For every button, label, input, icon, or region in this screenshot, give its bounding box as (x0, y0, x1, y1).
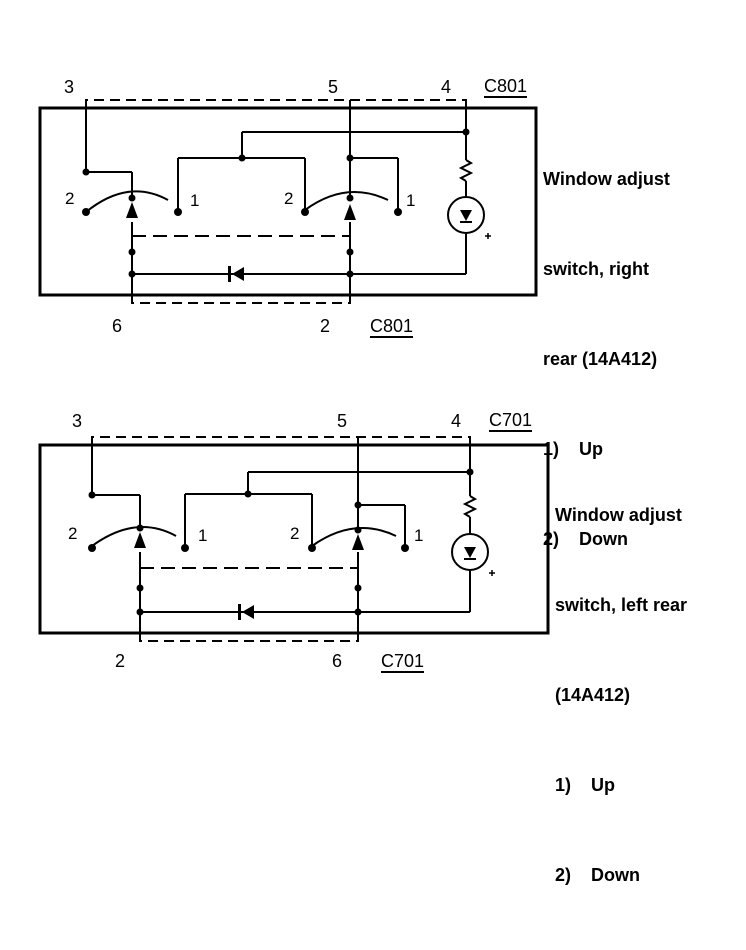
right-rear-switch-schematic (38, 99, 538, 304)
left-rear-pin-2: 2 (115, 651, 126, 671)
right-rear-contact-label: 2 (65, 189, 75, 208)
description-line: 1) Up (543, 439, 604, 459)
right-rear-indicator-lamp (447, 196, 485, 234)
left-rear-pin-3: 3 (72, 411, 83, 431)
right-rear-pin-5: 5 (328, 77, 339, 97)
description-line: rear (14A412) (543, 349, 658, 369)
description-line: Window adjust (555, 505, 682, 525)
left-rear-connector-bottom-label: C701 (381, 651, 425, 673)
description-line: switch, left rear (555, 595, 688, 615)
right-rear-connector-top-label: C801 (484, 76, 528, 98)
right-rear-switch-body (38, 99, 538, 304)
left-rear-pin-4: 4 (451, 411, 462, 431)
left-rear-switch-fills (88, 468, 476, 620)
description-line: (14A412) (555, 685, 631, 705)
left-rear-switch-body (38, 436, 550, 642)
left-rear-description: Window adjust switch, left rear (14A412)… (555, 440, 687, 950)
wiring-diagram-page: 3 5 4 C801 2 1 2 1 6 2 C801 Window adjus… (38, 76, 687, 885)
left-rear-contact-label: 2 (290, 524, 300, 543)
right-rear-pin-4: 4 (441, 77, 452, 97)
right-rear-pin-2: 2 (320, 316, 331, 336)
right-rear-switch-fills (82, 128, 472, 282)
right-rear-pin-3: 3 (64, 77, 75, 97)
description-line: switch, right (543, 259, 650, 279)
right-rear-description: Window adjust switch, right rear (14A412… (543, 104, 670, 614)
left-rear-connector-bottom-outline (139, 633, 359, 642)
description-line: 2) Down (543, 529, 628, 549)
left-rear-pin-6: 6 (332, 651, 343, 671)
left-rear-pin-5: 5 (337, 411, 348, 431)
right-rear-contact-label: 2 (284, 189, 294, 208)
description-line: Window adjust (543, 169, 670, 189)
right-rear-connector-bottom-outline (131, 295, 351, 304)
left-rear-connector-top-label: C701 (489, 410, 533, 432)
right-rear-contact-label: 1 (190, 191, 200, 210)
right-rear-connector-bottom-label: C801 (370, 316, 414, 338)
right-rear-pin-6: 6 (112, 316, 123, 336)
right-rear-contact-label: 1 (406, 191, 416, 210)
right-rear-diode (232, 267, 244, 281)
left-rear-contact-label: 1 (414, 526, 424, 545)
description-line: 1) Up (555, 775, 616, 795)
left-rear-indicator-lamp (451, 533, 489, 571)
left-rear-switch-housing (38, 443, 550, 635)
description-line: 2) Down (555, 865, 640, 885)
left-rear-contact-label: 1 (198, 526, 208, 545)
left-rear-switch-schematic (38, 436, 550, 642)
left-rear-diode (242, 605, 254, 619)
right-rear-switch-housing (38, 106, 538, 297)
left-rear-contact-label: 2 (68, 524, 78, 543)
